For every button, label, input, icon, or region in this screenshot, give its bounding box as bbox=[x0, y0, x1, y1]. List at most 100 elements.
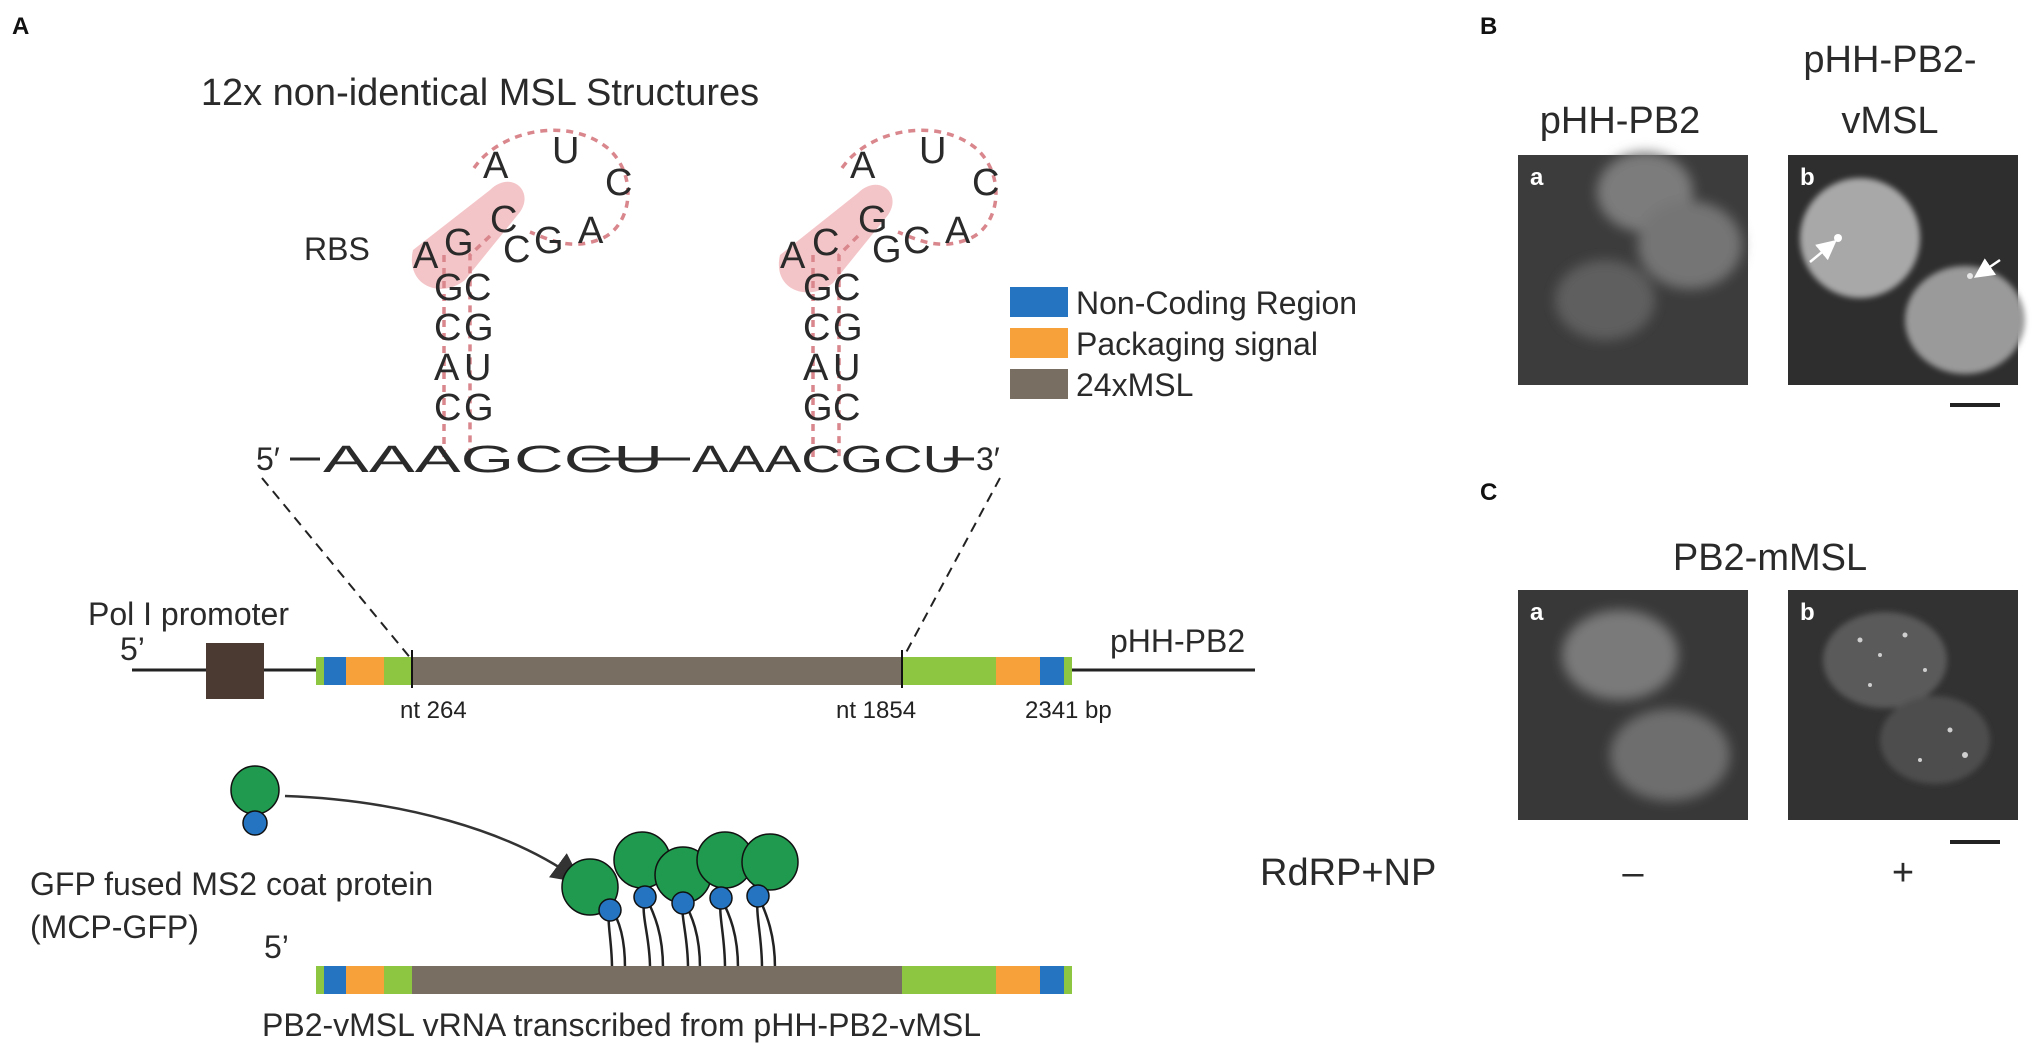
nucleus bbox=[1562, 610, 1678, 700]
mcp-circle bbox=[671, 891, 695, 915]
transcript-caption: PB2-vMSL vRNA transcribed from pHH-PB2-v… bbox=[262, 1007, 981, 1043]
bound-mcp-group bbox=[561, 831, 799, 969]
nt-end-label: nt 1854 bbox=[836, 697, 916, 724]
zoom-line-left bbox=[261, 477, 413, 661]
panel-c-title: PB2-mMSL bbox=[1673, 537, 1867, 579]
nt: G bbox=[464, 307, 494, 349]
msl-title: 12x non-identical MSL Structures bbox=[201, 72, 759, 114]
panel-b-title-b2: vMSL bbox=[1841, 100, 1938, 142]
foci bbox=[1878, 653, 1882, 657]
subpanel-label: a bbox=[1530, 164, 1544, 191]
nt: C bbox=[803, 307, 830, 349]
nt-start-label: nt 264 bbox=[400, 697, 467, 724]
nt: G bbox=[803, 267, 833, 309]
transcript-bar bbox=[316, 966, 1072, 994]
mcp-circle bbox=[709, 886, 733, 910]
nt: A bbox=[945, 210, 971, 252]
msl-right-stem: G C C G A U G C bbox=[803, 267, 863, 429]
nt: G bbox=[803, 387, 833, 429]
rbs-highlight-left bbox=[411, 181, 525, 289]
mcp-circle bbox=[746, 884, 770, 908]
subpanel-label: b bbox=[1800, 164, 1815, 191]
seg-packaging bbox=[996, 966, 1040, 994]
nt: A bbox=[413, 235, 439, 277]
msl-left-letters: A U C A G C C G A bbox=[413, 130, 632, 277]
arrow-icon bbox=[1809, 239, 1837, 263]
nt: G bbox=[464, 387, 494, 429]
three-prime-end: 3′ bbox=[976, 441, 1000, 477]
gfp-circle bbox=[741, 833, 799, 891]
foci bbox=[1923, 668, 1927, 672]
seg-packaging bbox=[346, 657, 384, 685]
zoom-line-right bbox=[901, 477, 1001, 661]
foci bbox=[1857, 637, 1863, 643]
legend-label-msl: 24xMSL bbox=[1076, 367, 1193, 403]
nt: C bbox=[812, 222, 839, 264]
construct-bar bbox=[316, 650, 1072, 688]
subpanel-label: b bbox=[1800, 599, 1815, 626]
legend-label-packaging: Packaging signal bbox=[1076, 326, 1318, 362]
panel-b-letter: B bbox=[1480, 13, 1497, 40]
nt: C bbox=[605, 162, 632, 204]
transcript-five-prime: 5’ bbox=[264, 929, 289, 965]
seg-noncoding bbox=[1040, 966, 1064, 994]
right-base-sequence: AAACGCU bbox=[692, 439, 962, 481]
five-prime-end: 5′ bbox=[256, 441, 280, 477]
nucleus bbox=[1880, 696, 1990, 784]
nt: A bbox=[483, 145, 509, 187]
gfp-circle-free bbox=[230, 765, 280, 815]
condition-minus: – bbox=[1622, 852, 1644, 894]
loop-dash-right-stem2 bbox=[837, 234, 860, 460]
legend-swatch-noncoding bbox=[1010, 287, 1068, 317]
nt: A bbox=[578, 210, 604, 252]
seg-utr bbox=[902, 657, 996, 685]
seg-noncoding bbox=[324, 657, 346, 685]
micrograph-b-a: a bbox=[1518, 152, 1748, 385]
seg-noncoding bbox=[324, 966, 346, 994]
foci-group bbox=[1857, 632, 1968, 762]
nt: U bbox=[919, 130, 946, 172]
nt: C bbox=[903, 220, 930, 262]
foci bbox=[1868, 683, 1872, 687]
panel-b-title-a: pHH-PB2 bbox=[1540, 100, 1701, 142]
rbs-highlight-right bbox=[778, 184, 893, 293]
mcp-circle-free bbox=[242, 810, 268, 836]
legend-label-noncoding: Non-Coding Region bbox=[1076, 285, 1357, 321]
nt: G bbox=[444, 222, 474, 264]
loop-dash-left-stem2 bbox=[468, 234, 492, 460]
panel-c-letter: C bbox=[1480, 479, 1497, 506]
nt: U bbox=[464, 347, 491, 389]
panel-b-title-b1: pHH-PB2- bbox=[1803, 39, 1976, 81]
nt: G bbox=[534, 220, 564, 262]
nt: C bbox=[833, 387, 860, 429]
nucleus bbox=[1638, 201, 1742, 289]
construct-name: pHH-PB2 bbox=[1110, 623, 1245, 659]
nt: A bbox=[803, 347, 829, 389]
binding-arrow bbox=[284, 794, 583, 883]
nt: C bbox=[490, 199, 517, 241]
construct-five-prime: 5’ bbox=[120, 631, 145, 667]
foci bbox=[1962, 752, 1968, 758]
nt: C bbox=[434, 307, 461, 349]
seg-packaging bbox=[346, 966, 384, 994]
rbs-label: RBS bbox=[304, 231, 370, 267]
subpanel-label: a bbox=[1530, 599, 1544, 626]
seg-utr bbox=[1064, 657, 1072, 685]
nt: G bbox=[872, 229, 902, 271]
nt: G bbox=[434, 267, 464, 309]
seg-utr bbox=[1064, 966, 1072, 994]
nt: G bbox=[858, 199, 888, 241]
mcp-label-line1: GFP fused MS2 coat protein bbox=[30, 866, 433, 902]
foci bbox=[1967, 273, 1973, 279]
condition-label: RdRP+NP bbox=[1260, 852, 1436, 894]
seg-packaging bbox=[996, 657, 1040, 685]
nt: G bbox=[833, 307, 863, 349]
condition-plus: + bbox=[1892, 852, 1914, 894]
seg-msl bbox=[412, 657, 902, 685]
mcp-label-line2: (MCP-GFP) bbox=[30, 909, 199, 945]
seg-utr bbox=[384, 657, 412, 685]
legend-swatch-packaging bbox=[1010, 328, 1068, 358]
foci bbox=[1834, 234, 1842, 242]
nt: C bbox=[503, 229, 530, 271]
